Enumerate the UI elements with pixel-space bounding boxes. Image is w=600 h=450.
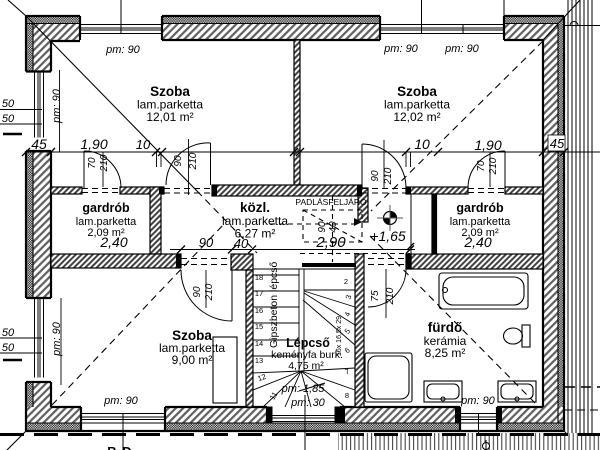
- svg-text:45: 45: [31, 136, 47, 152]
- svg-text:8: 8: [345, 391, 349, 400]
- svg-text:90: 90: [192, 286, 203, 298]
- svg-text:210: 210: [188, 152, 199, 170]
- svg-text:B: B: [107, 444, 116, 450]
- svg-text:pm: 30: pm: 30: [290, 397, 326, 409]
- svg-text:pm: 90: pm: 90: [383, 43, 419, 55]
- svg-text:90: 90: [370, 170, 381, 182]
- svg-text:16x 16,5x 29: 16x 16,5x 29: [336, 316, 343, 356]
- svg-text:13: 13: [255, 356, 263, 365]
- svg-text:9,00 m²: 9,00 m²: [172, 353, 213, 367]
- svg-text:3: 3: [344, 294, 354, 300]
- svg-text:210: 210: [488, 157, 499, 175]
- svg-text:pm: 90: pm: 90: [51, 88, 63, 124]
- svg-text:kerámia: kerámia: [424, 334, 467, 348]
- svg-text:6: 6: [343, 346, 352, 356]
- svg-text:45: 45: [550, 136, 565, 151]
- svg-text:16: 16: [255, 306, 263, 315]
- svg-text:Szoba: Szoba: [150, 84, 190, 99]
- svg-text:50: 50: [2, 327, 15, 339]
- svg-text:40: 40: [328, 221, 339, 233]
- svg-text:15: 15: [255, 322, 263, 331]
- svg-text:10: 10: [414, 136, 430, 152]
- svg-text:2,40: 2,40: [99, 234, 127, 250]
- svg-text:pm: 90: pm: 90: [51, 321, 63, 357]
- svg-text:4: 4: [343, 311, 353, 318]
- svg-text:210: 210: [204, 283, 215, 301]
- svg-text:pm: 90: pm: 90: [103, 395, 139, 407]
- svg-text:90: 90: [173, 155, 184, 167]
- svg-text:keményfa burk.: keményfa burk.: [271, 349, 343, 361]
- svg-text:2,90: 2,90: [315, 234, 346, 251]
- svg-text:fürdő: fürdő: [428, 320, 463, 335]
- svg-text:10: 10: [136, 137, 151, 152]
- svg-text:pm: 90: pm: 90: [105, 44, 141, 56]
- svg-text:50: 50: [2, 342, 15, 354]
- svg-text:5: 5: [343, 327, 353, 336]
- svg-text:gardrób: gardrób: [82, 201, 130, 215]
- svg-text:+1,65: +1,65: [370, 228, 406, 244]
- svg-text:2,09 m²: 2,09 m²: [87, 227, 125, 239]
- svg-text:4,75 m²: 4,75 m²: [288, 360, 324, 372]
- svg-text:6,27 m²: 6,27 m²: [235, 227, 276, 241]
- svg-text:Gipszbeton lépcső: Gipszbeton lépcső: [268, 261, 280, 348]
- svg-text:2: 2: [344, 277, 348, 286]
- svg-text:pm: 90: pm: 90: [444, 43, 480, 55]
- svg-text:1,90: 1,90: [474, 137, 501, 153]
- svg-text:lam.parketta: lam.parketta: [76, 216, 137, 228]
- svg-text:lam.parketta: lam.parketta: [450, 216, 511, 228]
- svg-text:11: 11: [268, 390, 280, 401]
- svg-text:12: 12: [256, 372, 267, 383]
- svg-text:7: 7: [344, 367, 350, 377]
- svg-text:gardrób: gardrób: [456, 201, 504, 215]
- svg-text:12,01 m²: 12,01 m²: [146, 110, 193, 124]
- svg-text:70: 70: [87, 157, 98, 169]
- svg-text:8,25 m²: 8,25 m²: [425, 346, 466, 360]
- svg-text:40: 40: [234, 236, 249, 251]
- svg-text:lam.parketta: lam.parketta: [137, 98, 203, 112]
- svg-text:lam.parketta: lam.parketta: [159, 341, 225, 355]
- svg-text:12,02 m²: 12,02 m²: [393, 110, 440, 124]
- svg-text:14: 14: [255, 339, 263, 348]
- svg-text:közl.: közl.: [240, 200, 270, 215]
- svg-text:210: 210: [385, 287, 396, 305]
- svg-text:50: 50: [2, 113, 15, 125]
- svg-text:pm: 90: pm: 90: [460, 395, 496, 407]
- svg-text:PADLÁSFELJÁRÓ: PADLÁSFELJÁRÓ: [295, 197, 367, 207]
- svg-text:D: D: [122, 444, 131, 450]
- svg-text:2,40: 2,40: [463, 234, 491, 250]
- svg-text:lam.parketta: lam.parketta: [384, 98, 450, 112]
- svg-text:210: 210: [99, 154, 110, 172]
- svg-text:Szoba: Szoba: [397, 84, 437, 99]
- svg-text:Lépcső: Lépcső: [286, 336, 330, 350]
- svg-text:2,09 m²: 2,09 m²: [461, 227, 499, 239]
- svg-text:90: 90: [317, 221, 328, 233]
- svg-text:Szoba: Szoba: [172, 328, 212, 343]
- svg-text:50: 50: [2, 98, 15, 110]
- svg-text:1,90: 1,90: [80, 136, 107, 152]
- svg-text:70: 70: [476, 160, 487, 172]
- svg-text:17: 17: [255, 289, 263, 298]
- svg-text:18: 18: [255, 273, 263, 282]
- svg-text:210: 210: [383, 167, 394, 185]
- svg-text:75: 75: [370, 290, 381, 302]
